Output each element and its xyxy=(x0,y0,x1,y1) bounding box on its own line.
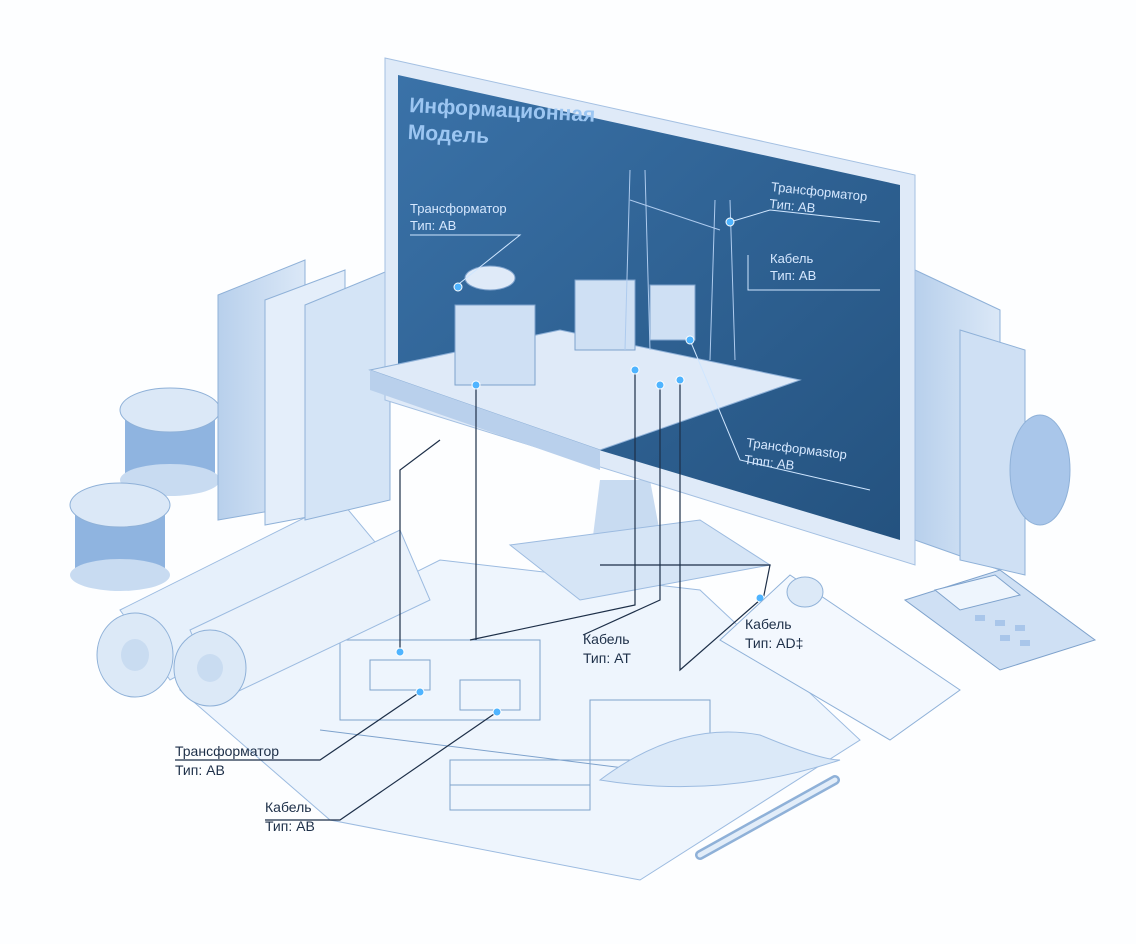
cable-spools xyxy=(69,387,221,591)
screen-label-cable: Кабель Тип: АВ xyxy=(770,250,816,284)
label-name: Кабель xyxy=(770,251,814,266)
label-name: Кабель xyxy=(265,799,312,815)
pen xyxy=(695,775,840,860)
node-dots xyxy=(395,217,765,717)
label-name: Трансформатор xyxy=(175,743,280,759)
books-right xyxy=(914,269,1071,576)
blueprint-label-cable-at: Кабель Тип: АТ xyxy=(583,630,631,668)
label-type: Тип: АТ xyxy=(583,650,631,666)
screen-leader-lines xyxy=(410,209,881,491)
label-type: Тип: АВ xyxy=(410,218,457,233)
label-type: Тип: АВ xyxy=(175,762,225,778)
label-name: Трансформатор xyxy=(410,201,507,216)
leader-lines xyxy=(175,370,771,821)
label-name: Кабель xyxy=(583,631,630,647)
blueprint-label-cable-ad: Кабель Тип: АD‡ xyxy=(745,615,803,653)
screen-title: Информационная Модель xyxy=(407,92,596,156)
substation-model xyxy=(368,169,802,470)
label-type: Тип: АВ xyxy=(770,268,817,283)
blueprint-label-cable-ab: Кабель Тип: АВ xyxy=(265,798,315,836)
label-type: Тип: АD‡ xyxy=(745,635,804,651)
page-curl xyxy=(598,731,841,788)
label-type: Тип: АВ xyxy=(265,818,315,834)
books-left xyxy=(217,259,391,526)
screen-label-transformer-left: Трансформатор Тип: АВ xyxy=(410,200,507,234)
label-name: Кабель xyxy=(745,616,792,632)
calculator xyxy=(903,569,1097,671)
notebook xyxy=(719,574,961,741)
blueprint-label-transformer: Трансформатор Тип: АВ xyxy=(175,742,279,780)
blueprint-rolls xyxy=(96,499,431,707)
